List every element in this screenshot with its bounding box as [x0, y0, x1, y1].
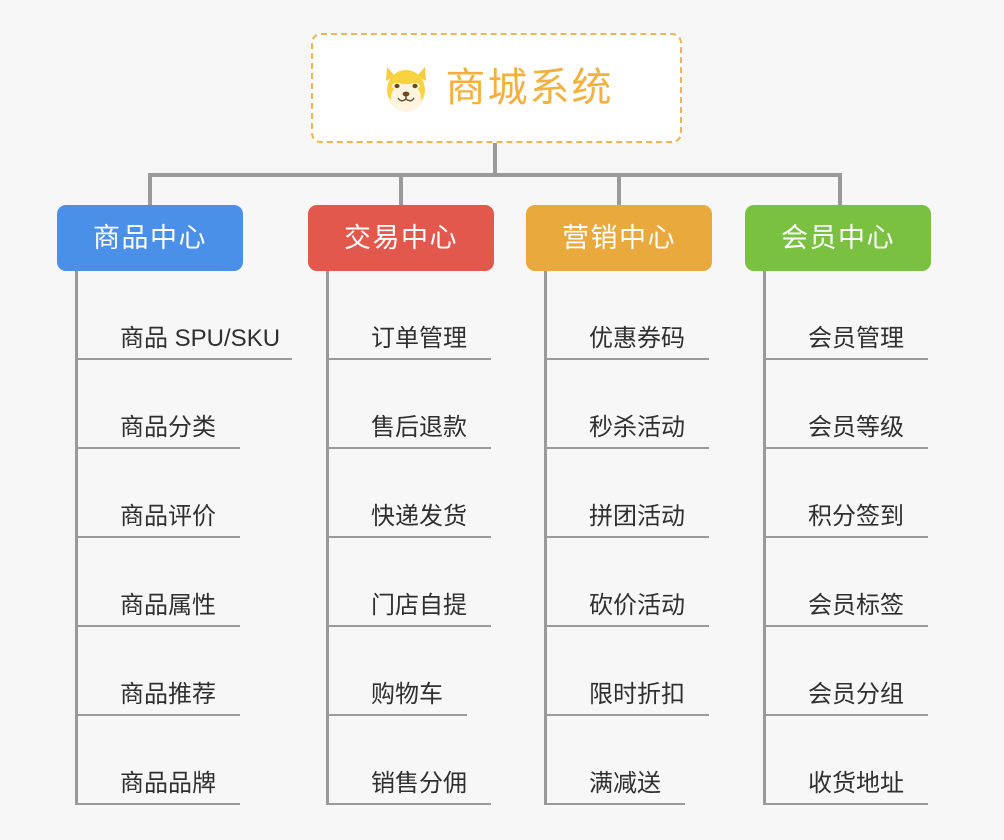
leaf-underline: [326, 803, 491, 805]
column-trunk-line: [544, 271, 547, 805]
leaf-underline: [763, 625, 928, 627]
column-trunk-line: [763, 271, 766, 805]
connector-root-stub: [493, 143, 497, 176]
leaf-underline: [544, 536, 709, 538]
leaf-item[interactable]: 会员标签: [763, 538, 928, 627]
leaf-item[interactable]: 拼团活动: [544, 449, 709, 538]
category-box-3[interactable]: 营销中心: [526, 205, 712, 271]
connector-drop-3: [617, 173, 621, 205]
leaf-underline: [326, 447, 491, 449]
root-node[interactable]: 商城系统: [311, 33, 682, 143]
leaf-item[interactable]: 砍价活动: [544, 538, 709, 627]
leaf-item[interactable]: 购物车: [326, 627, 467, 716]
leaf-item-label: 商品推荐: [120, 681, 216, 708]
leaf-item-label: 商品评价: [120, 503, 216, 530]
leaf-underline: [75, 536, 240, 538]
leaf-item[interactable]: 门店自提: [326, 538, 491, 627]
leaf-item[interactable]: 会员管理: [763, 271, 928, 360]
leaf-underline: [326, 625, 491, 627]
connector-horizontal-bar: [148, 173, 842, 177]
category-box-4[interactable]: 会员中心: [745, 205, 931, 271]
leaf-item-label: 销售分佣: [371, 770, 467, 797]
connector-drop-4: [838, 173, 842, 205]
leaf-item[interactable]: 满减送: [544, 716, 685, 805]
leaf-underline: [763, 447, 928, 449]
leaf-underline: [544, 714, 709, 716]
connector-drop-2: [399, 173, 403, 205]
leaf-item[interactable]: 快递发货: [326, 449, 491, 538]
leaf-underline: [544, 625, 709, 627]
leaf-item[interactable]: 优惠券码: [544, 271, 709, 360]
leaf-underline: [75, 358, 292, 360]
leaf-underline: [326, 536, 491, 538]
leaf-item-label: 砍价活动: [589, 592, 685, 619]
connector-drop-1: [148, 173, 152, 205]
leaf-item[interactable]: 收货地址: [763, 716, 928, 805]
shiba-dog-face-icon: [380, 64, 432, 112]
leaf-underline: [326, 714, 467, 716]
leaf-item-label: 购物车: [371, 681, 443, 708]
leaf-item[interactable]: 商品评价: [75, 449, 280, 538]
leaf-underline: [75, 625, 240, 627]
leaf-item-label: 商品品牌: [120, 770, 216, 797]
leaf-column-2: 订单管理售后退款快递发货门店自提购物车销售分佣: [326, 271, 491, 805]
leaf-item[interactable]: 限时折扣: [544, 627, 709, 716]
leaf-item-label: 订单管理: [371, 325, 467, 352]
leaf-item-label: 限时折扣: [589, 681, 685, 708]
leaf-underline: [763, 358, 928, 360]
leaf-item-label: 优惠券码: [589, 325, 685, 352]
leaf-item-label: 积分签到: [808, 503, 904, 530]
leaf-item[interactable]: 商品分类: [75, 360, 280, 449]
leaf-item[interactable]: 销售分佣: [326, 716, 491, 805]
root-node-title: 商城系统: [445, 66, 614, 110]
leaf-item-label: 门店自提: [371, 592, 467, 619]
leaf-item[interactable]: 商品属性: [75, 538, 280, 627]
leaf-item-label: 会员标签: [808, 592, 904, 619]
leaf-underline: [544, 803, 685, 805]
leaf-underline: [326, 358, 491, 360]
leaf-underline: [763, 536, 928, 538]
category-box-2[interactable]: 交易中心: [308, 205, 494, 271]
category-label: 会员中心: [781, 222, 895, 253]
category-label: 交易中心: [344, 222, 458, 253]
leaf-underline: [544, 358, 709, 360]
leaf-item-label: 会员分组: [808, 681, 904, 708]
column-trunk-line: [75, 271, 78, 805]
leaf-item[interactable]: 会员分组: [763, 627, 928, 716]
leaf-item-label: 满减送: [589, 770, 661, 797]
column-trunk-line: [326, 271, 329, 805]
leaf-item-label: 秒杀活动: [589, 414, 685, 441]
leaf-item[interactable]: 订单管理: [326, 271, 491, 360]
leaf-item[interactable]: 秒杀活动: [544, 360, 709, 449]
leaf-item[interactable]: 会员等级: [763, 360, 928, 449]
leaf-item-label: 商品分类: [120, 414, 216, 441]
leaf-underline: [75, 447, 240, 449]
leaf-underline: [763, 803, 928, 805]
leaf-item-label: 拼团活动: [589, 503, 685, 530]
leaf-item[interactable]: 商品品牌: [75, 716, 280, 805]
leaf-item-label: 商品属性: [120, 592, 216, 619]
leaf-item-label: 收货地址: [808, 770, 904, 797]
leaf-item-label: 商品 SPU/SKU: [120, 325, 281, 352]
leaf-column-4: 会员管理会员等级积分签到会员标签会员分组收货地址: [763, 271, 928, 805]
leaf-item-label: 快递发货: [371, 503, 467, 530]
leaf-item[interactable]: 商品推荐: [75, 627, 280, 716]
leaf-underline: [75, 714, 240, 716]
category-box-1[interactable]: 商品中心: [57, 205, 243, 271]
leaf-item[interactable]: 积分签到: [763, 449, 928, 538]
leaf-item[interactable]: 商品 SPU/SKU: [75, 271, 292, 360]
leaf-column-3: 优惠券码秒杀活动拼团活动砍价活动限时折扣满减送: [544, 271, 709, 805]
leaf-column-1: 商品 SPU/SKU 商品分类商品评价商品属性商品推荐商品品牌: [75, 271, 292, 805]
category-label: 商品中心: [93, 222, 207, 253]
root-node-content: 商城系统: [380, 64, 614, 112]
leaf-underline: [763, 714, 928, 716]
leaf-item-label: 会员管理: [808, 325, 904, 352]
leaf-underline: [544, 447, 709, 449]
leaf-item-label: 会员等级: [808, 414, 904, 441]
category-label: 营销中心: [562, 222, 676, 253]
leaf-underline: [75, 803, 240, 805]
leaf-item-label: 售后退款: [371, 414, 467, 441]
leaf-item[interactable]: 售后退款: [326, 360, 491, 449]
